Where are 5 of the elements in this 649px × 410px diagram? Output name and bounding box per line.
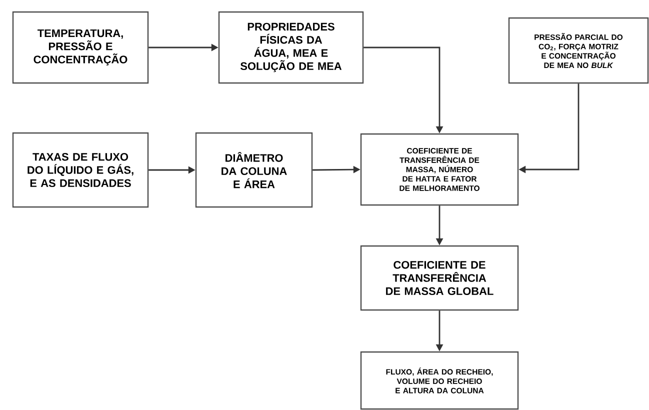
process-box: COEFICIENTE DE TRANSFERÊNCIA DE MASSA GLOBAL: [360, 245, 519, 311]
process-box: TEMPERATURA, PRESSÃO E CONCENTRAÇÃO: [12, 11, 149, 84]
process-box: DIÂMETRO DA COLUNA E ÁREA: [195, 132, 313, 208]
process-box: TAXAS DE FLUXO DO LÍQUIDO E GÁS, E AS DENSIDADES: [12, 132, 149, 208]
process-box: PROPRIEDADES FÍSICAS DA ÁGUA, MEA E SOLUÇÃO DE MEA: [218, 11, 364, 84]
